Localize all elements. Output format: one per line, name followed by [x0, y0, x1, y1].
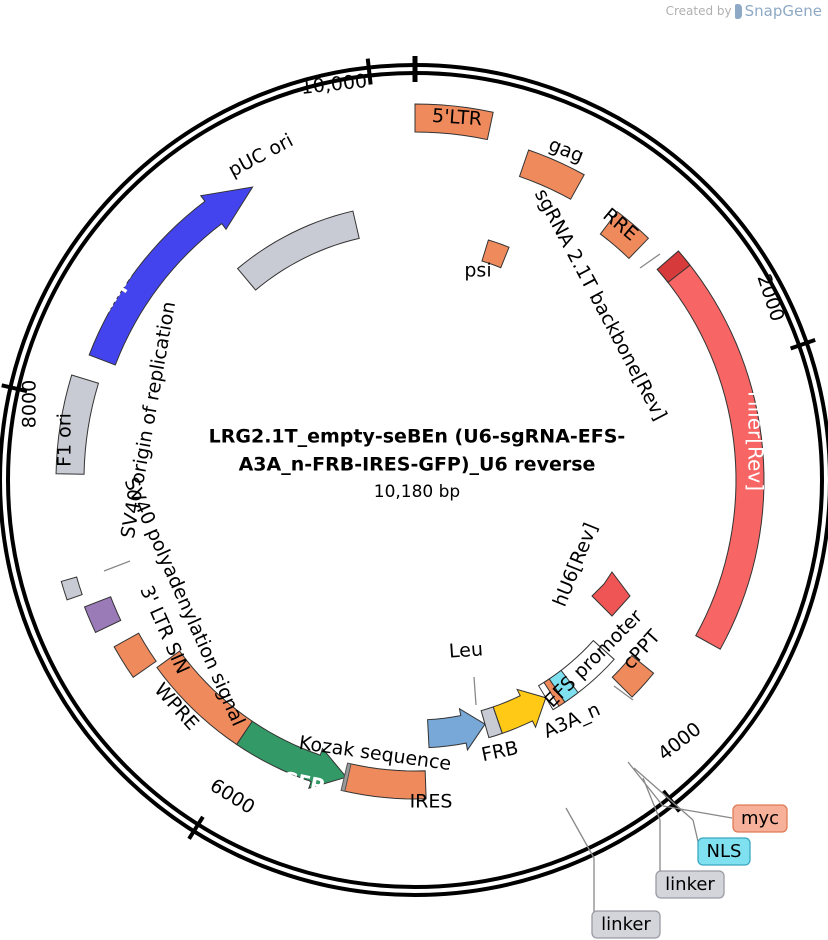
- feature-sv40ori: [60, 576, 83, 601]
- label-filler: Filler[Rev]: [744, 391, 768, 491]
- leader-cppt: [613, 685, 634, 701]
- feature-rre: [599, 210, 650, 260]
- feature-linker: [480, 706, 503, 739]
- label-leu: Leu: [448, 638, 483, 662]
- leader-myc-b: [662, 805, 733, 819]
- feature-puc: [236, 210, 360, 291]
- callout-linker1-box: [655, 870, 725, 899]
- tick-label-4000: 4000: [654, 718, 706, 765]
- credit-brand: SnapGene: [744, 2, 822, 20]
- callout-linker2-label: linker: [601, 914, 651, 935]
- feature-sgrna: [656, 250, 691, 284]
- label-psi: psi: [464, 260, 491, 282]
- snapgene-logo-icon: [734, 3, 742, 19]
- callout-linker1-label: linker: [665, 874, 715, 895]
- feature-kozak: [340, 762, 352, 792]
- tick-label-6000: 6000: [206, 774, 259, 818]
- callout-myc-box: [732, 804, 788, 833]
- leader-rre: [639, 253, 661, 269]
- label-puc: pUC ori: [225, 129, 297, 181]
- snapgene-credit: Created by SnapGene: [666, 2, 822, 20]
- feature-wpre: [156, 650, 253, 746]
- leader-sv40pa: [103, 560, 131, 572]
- label-5ltr: 5'LTR: [431, 105, 483, 130]
- tick-label-2000: 2000: [753, 271, 789, 324]
- credit-prefix: Created by: [665, 4, 732, 18]
- feature-sv40pa: [83, 596, 122, 634]
- callout-myc-label: myc: [741, 808, 779, 829]
- map-title-line1: LRG2.1T_empty-seBEn (U6-sgRNA-EFS-: [209, 426, 626, 448]
- label-frb: FRB: [479, 737, 520, 766]
- tick-2000-mark: [789, 337, 816, 351]
- tick-10000-mark: [365, 58, 373, 85]
- callout-nls-box: [697, 837, 751, 866]
- map-title-line2: A3A_n-FRB-IRES-GFP)_U6 reverse: [239, 454, 596, 476]
- leader-leu: [473, 676, 477, 706]
- feature-filler: [656, 250, 765, 650]
- callout-linker2-box: [591, 910, 661, 939]
- feature-f1ori: [55, 374, 100, 475]
- label-ires: IRES: [410, 791, 453, 813]
- tick-label-8000: 8000: [19, 380, 41, 428]
- label-f1ori: F1 ori: [54, 413, 76, 467]
- feature-gag: [518, 149, 585, 200]
- feature-hu6-arrow: [591, 571, 631, 617]
- leader-nls-a: [633, 767, 694, 821]
- callout-nls-label: NLS: [707, 841, 742, 862]
- feature-psi: [481, 239, 510, 269]
- feature-ampr: [88, 186, 254, 366]
- feature-frb: [427, 707, 486, 752]
- tick-label-10000: 10,000: [300, 70, 368, 99]
- feature-cppt: [611, 654, 655, 698]
- feature-myc: [543, 678, 566, 707]
- feature-5ltr: [414, 103, 494, 141]
- leader-linker2-a: [565, 807, 595, 859]
- leader-linker1-a: [642, 777, 661, 821]
- tick-6000-mark: [187, 815, 205, 840]
- feature-a3a: [492, 688, 547, 735]
- feature-3ltr: [113, 632, 157, 679]
- tick-8000-mark: [1, 383, 28, 394]
- map-length: 10,180 bp: [374, 482, 460, 502]
